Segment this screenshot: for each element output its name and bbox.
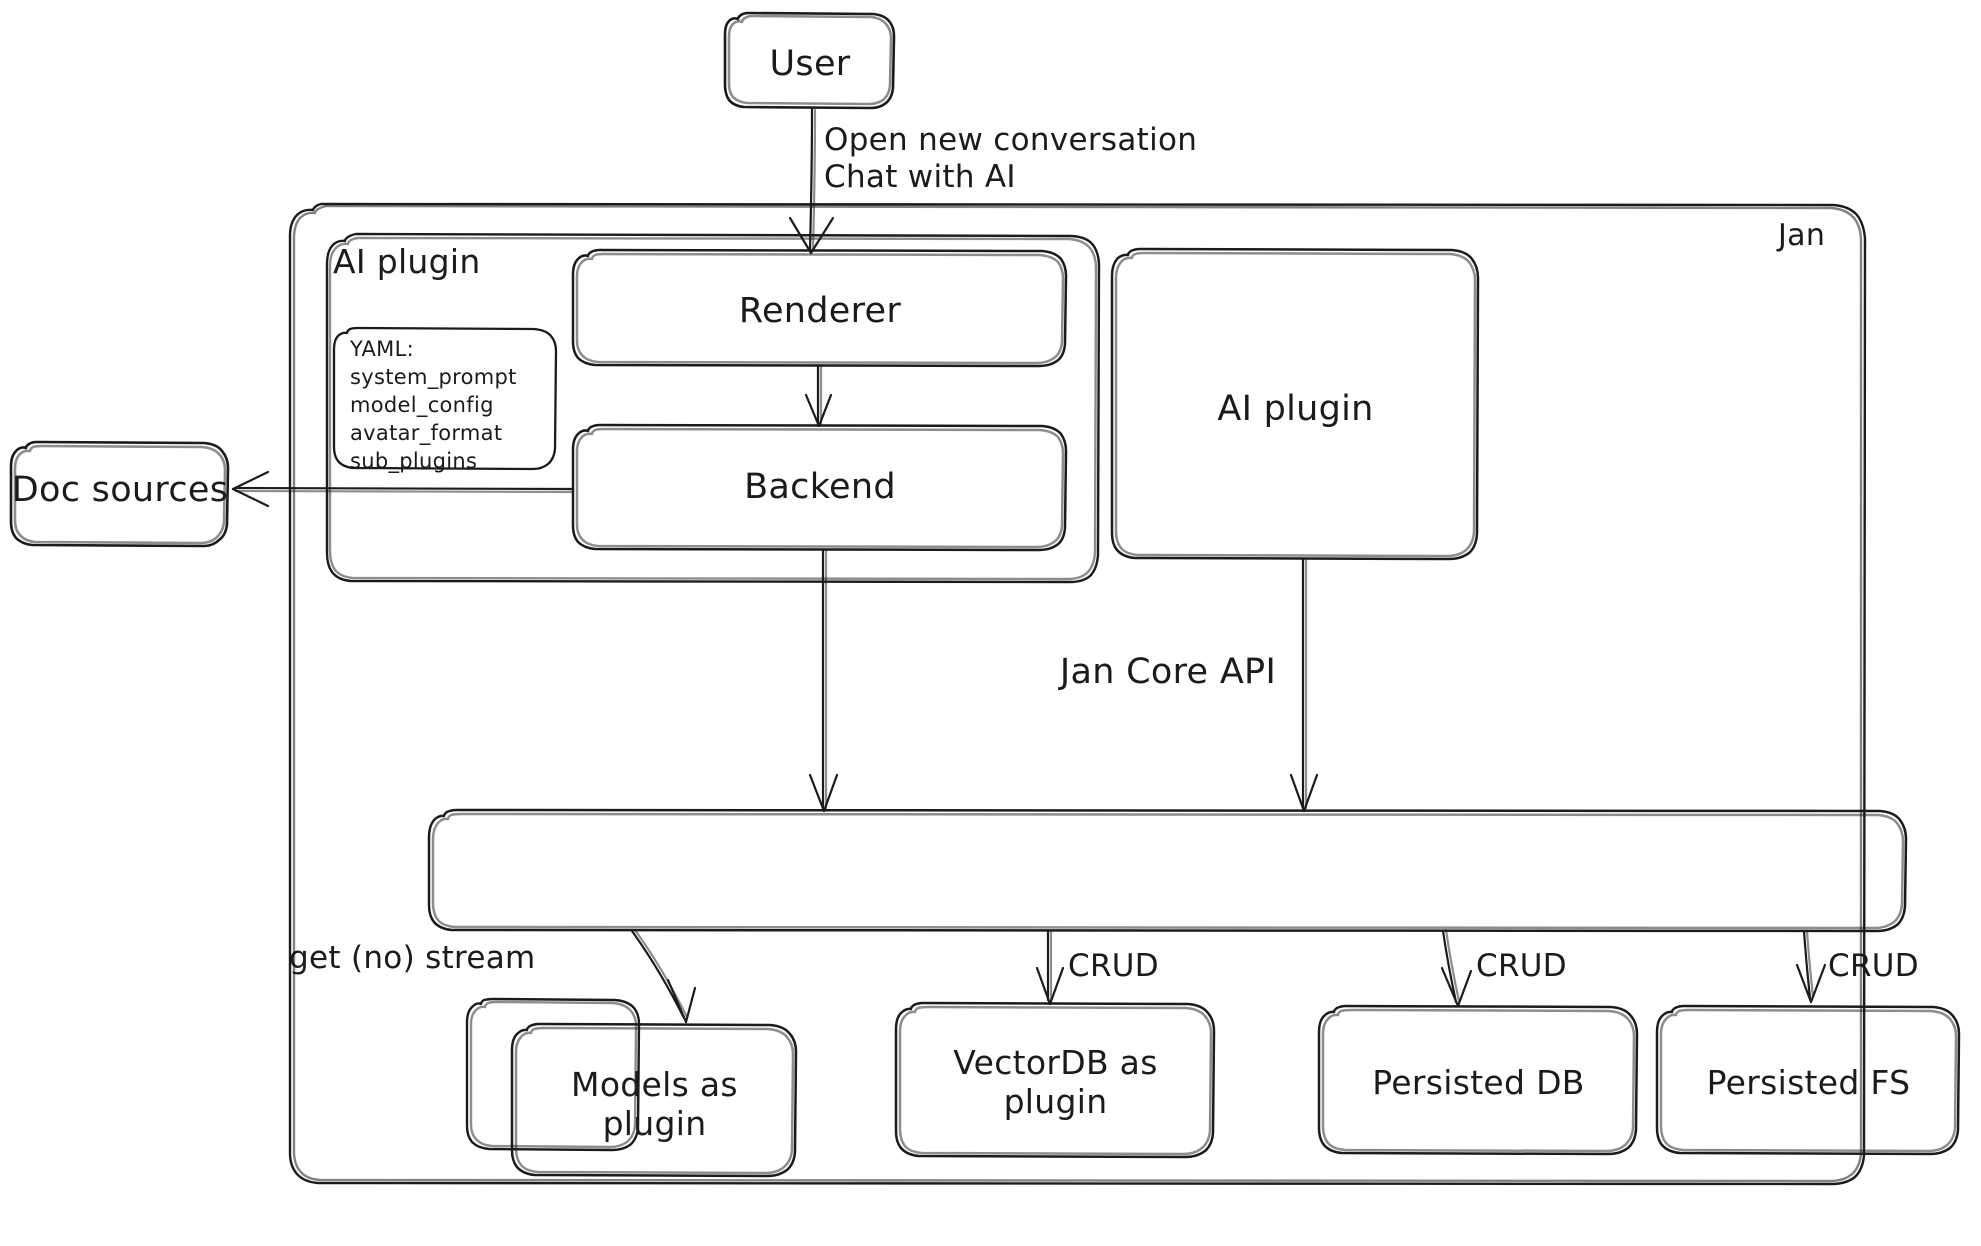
edge-label-crud-vectordb: CRUD (1068, 948, 1159, 984)
backend-box-label[interactable]: Backend (744, 467, 896, 507)
user-box-shape (723, 11, 896, 110)
jan-core-api-box-shape (427, 808, 1908, 933)
edge-renderer-to-backend (804, 364, 833, 428)
renderer-box-shape (571, 248, 1068, 368)
edge-core-to-vectordb (1035, 929, 1065, 1006)
edge-ai-plugin-to-jan-core-api (1289, 557, 1319, 813)
ai-plugin-group-shape (325, 232, 1101, 584)
edge-core-to-persisted-db (1440, 928, 1473, 1008)
models-as-plugin-front-shape (510, 1022, 798, 1178)
yaml-note-box-shape (332, 326, 558, 471)
persisted-db-box-shape (1317, 1004, 1639, 1156)
edge-label-crud-persisted-fs: CRUD (1828, 948, 1919, 984)
renderer-box-label[interactable]: Renderer (738, 291, 902, 331)
edge-backend-to-jan-core-api (808, 548, 839, 813)
edge-backend-to-doc-sources (231, 470, 574, 508)
ai-plugin-group-label: AI plugin (333, 242, 481, 281)
edge-core-to-models (630, 928, 697, 1024)
jan-core-api-box-label[interactable]: Jan Core API (1059, 652, 1277, 692)
user-box-label[interactable]: User (769, 44, 851, 84)
persisted-db-box-label[interactable]: Persisted DB (1372, 1063, 1585, 1102)
persisted-fs-box-shape (1655, 1004, 1961, 1156)
persisted-fs-box-label[interactable]: Persisted FS (1706, 1063, 1911, 1102)
doc-sources-box-shape (9, 440, 230, 548)
jan-container-label: Jan (1778, 218, 1826, 253)
jan-container-shape (288, 202, 1867, 1186)
backend-box-shape (571, 423, 1068, 552)
models-as-plugin-back-shape (465, 997, 641, 1152)
edge-core-to-persisted-fs (1795, 929, 1827, 1004)
ai-plugin-right-box-label[interactable]: AI plugin (1217, 389, 1374, 429)
doc-sources-box-label[interactable]: Doc sources (11, 470, 229, 510)
edge-label-crud-persisted-db: CRUD (1476, 948, 1567, 984)
ai-plugin-right-box-shape (1110, 247, 1480, 561)
edge-user-to-renderer (788, 106, 835, 255)
vectordb-as-plugin-box-shape (894, 1001, 1216, 1159)
edge-label-get-no-stream: get (no) stream (289, 940, 536, 976)
